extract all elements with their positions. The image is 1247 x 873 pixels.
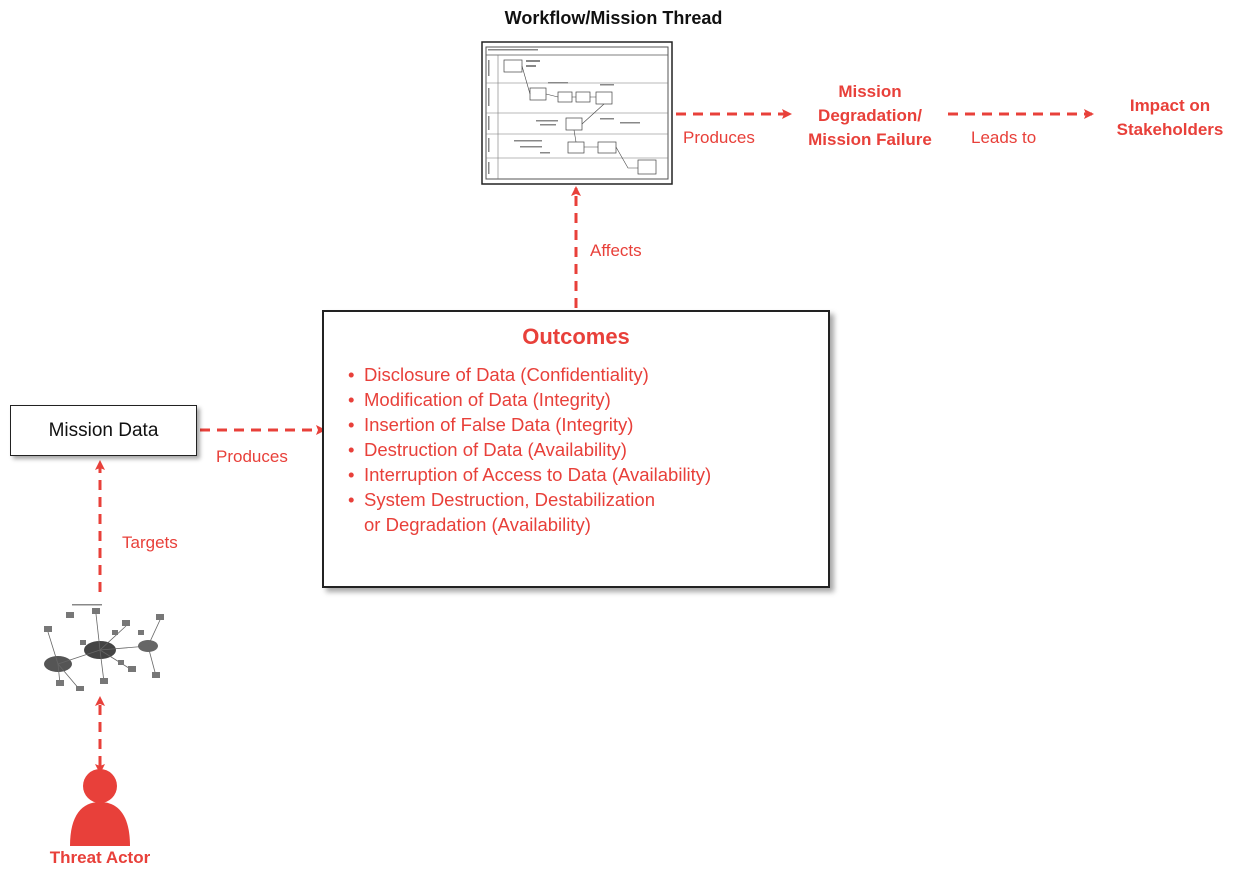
outcomes-box: Outcomes Disclosure of Data (Confidentia… — [322, 310, 830, 588]
impact-line1: Impact on — [1129, 96, 1211, 115]
outcome-item-continuation: or Degradation (Availability) — [364, 514, 591, 535]
mission-degradation-line1: Mission — [838, 82, 902, 101]
produces-label-top: Produces — [683, 128, 755, 147]
mission-data-box: Mission Data — [10, 405, 197, 456]
workflow-thumbnail — [481, 41, 673, 185]
impact-label: Impact on Stakeholders — [1090, 94, 1247, 142]
outcome-item: System Destruction, Destabilization — [348, 487, 711, 512]
threat-actor-label: Threat Actor — [49, 848, 151, 867]
mission-degradation-line2: Degradation/ — [818, 106, 922, 125]
outcome-item: Insertion of False Data (Integrity) — [348, 412, 711, 437]
leads-to-label: Leads to — [971, 128, 1037, 147]
outcomes-list: Disclosure of Data (Confidentiality) Mod… — [348, 362, 711, 537]
mission-degradation-line3: Mission Failure — [808, 130, 932, 149]
outcome-item: Disclosure of Data (Confidentiality) — [348, 362, 711, 387]
outcome-item: Modification of Data (Integrity) — [348, 387, 711, 412]
mission-degradation-label: Mission Degradation/ Mission Failure — [780, 80, 960, 152]
outcome-item: Interruption of Access to Data (Availabi… — [348, 462, 711, 487]
workflow-title: Workflow/Mission Thread — [504, 8, 723, 28]
threat-actor-icon — [70, 769, 130, 846]
mission-data-label: Mission Data — [48, 419, 159, 441]
produces-label-left: Produces — [216, 447, 288, 466]
outcomes-title: Outcomes — [522, 324, 630, 349]
network-thumbnail — [38, 600, 168, 692]
affects-label: Affects — [590, 241, 642, 260]
targets-label: Targets — [122, 533, 178, 552]
impact-line2: Stakeholders — [1116, 120, 1224, 139]
outcome-item: Destruction of Data (Availability) — [348, 437, 711, 462]
